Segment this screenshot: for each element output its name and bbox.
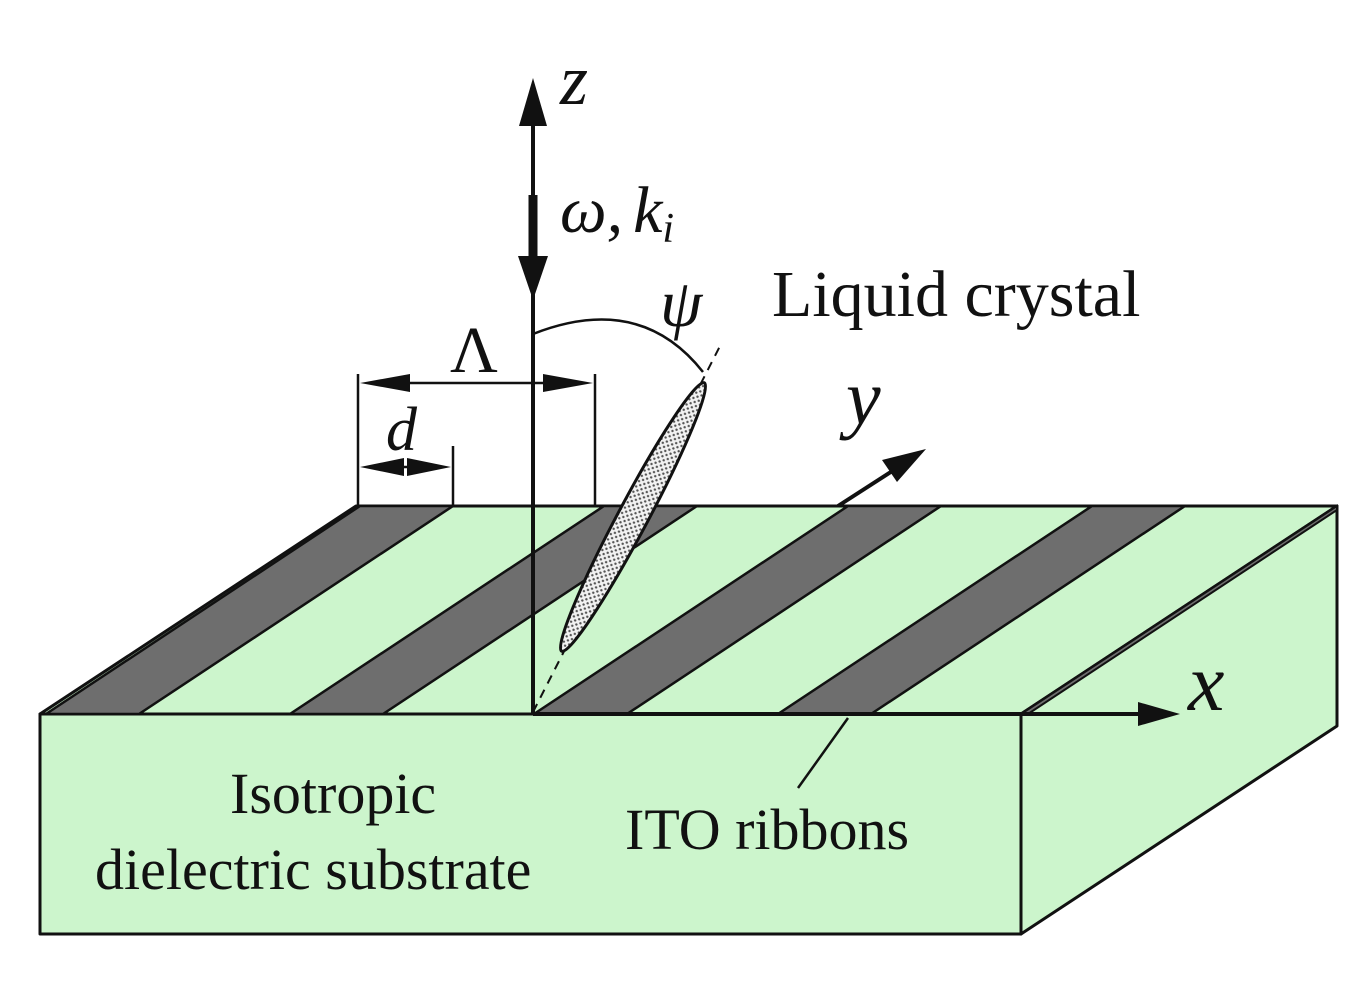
- psi-label: ψ: [660, 265, 704, 341]
- x-axis-label: x: [1187, 637, 1224, 728]
- omega-symbol: ω,: [560, 174, 623, 247]
- substrate-label-line1: Isotropic: [230, 761, 436, 826]
- liquid-crystal-molecule: [558, 381, 708, 653]
- x-axis: [533, 702, 1180, 726]
- z-axis-arrowhead: [519, 78, 547, 126]
- x-axis-arrowhead: [1138, 702, 1180, 726]
- y-axis-line: [836, 464, 902, 508]
- z-axis-label: z: [559, 40, 588, 120]
- lambda-label: Λ: [450, 314, 498, 387]
- d-dimension: [360, 446, 455, 506]
- d-arrowhead-right: [407, 458, 451, 476]
- d-label: d: [386, 396, 418, 464]
- incident-wave-arrow: [518, 195, 548, 300]
- y-axis-label: y: [839, 354, 881, 441]
- liquid-crystal-label: Liquid crystal: [772, 258, 1140, 331]
- d-arrowhead-left: [360, 458, 404, 476]
- lambda-dimension: [356, 374, 597, 506]
- wave-label: ω,ki: [560, 174, 674, 252]
- lambda-arrowhead-left: [360, 374, 410, 392]
- ito-ribbons-label: ITO ribbons: [625, 797, 909, 862]
- lambda-arrowhead-right: [543, 374, 593, 392]
- substrate-label-line2: dielectric substrate: [95, 837, 531, 902]
- y-axis: [836, 449, 926, 508]
- y-axis-arrowhead: [882, 449, 926, 482]
- k-symbol: k: [633, 174, 664, 247]
- ito-leader-line: [796, 717, 850, 789]
- k-subscript: i: [662, 206, 674, 252]
- psi-angle-arc: [532, 318, 704, 373]
- incident-wave-arrowhead: [518, 256, 548, 300]
